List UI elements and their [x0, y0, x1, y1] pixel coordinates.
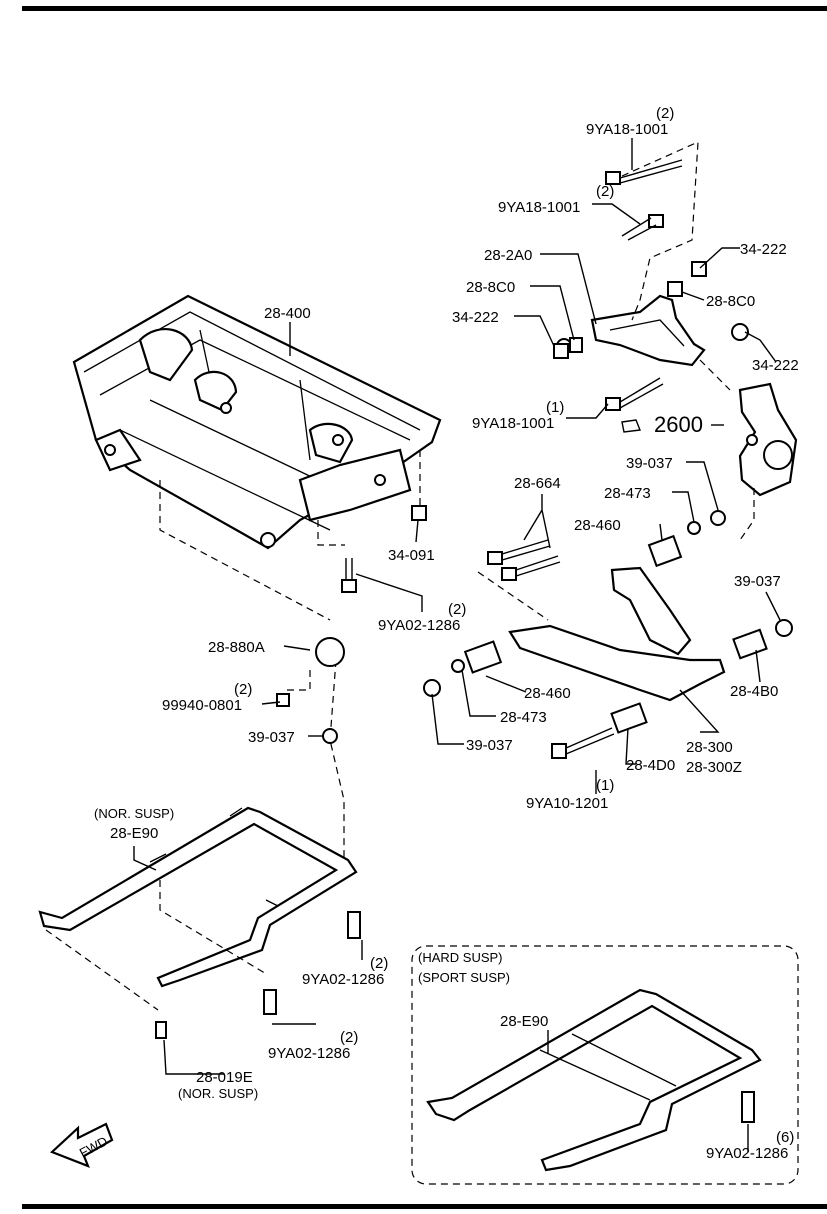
label-39-037-top: 39-037: [626, 455, 673, 472]
label-28-4d0: 28-4D0: [626, 757, 675, 774]
label-28-300: 28-300: [686, 739, 733, 756]
leader-lines: [133, 138, 781, 1152]
nor-susp-brace-drawing: [38, 806, 361, 1039]
label-9ya18-top-qty: (2): [656, 105, 674, 122]
label-28-e90-hard: 28-E90: [500, 1013, 548, 1030]
subframe-drawing: [72, 294, 442, 550]
label-28-2a0: 28-2A0: [484, 247, 532, 264]
label-9ya10-1201: 9YA10-1201: [526, 795, 608, 812]
fwd-arrow: [49, 1122, 114, 1168]
label-28-473-bottom: 28-473: [500, 709, 547, 726]
label-28-400: 28-400: [264, 305, 311, 322]
label-9ya02-a-qty: (2): [448, 601, 466, 618]
label-39-037-bottom: 39-037: [466, 737, 513, 754]
label-28-300z: 28-300Z: [686, 759, 742, 776]
upper-arm-drawing: [553, 159, 749, 411]
label-28-473-top: 28-473: [604, 485, 651, 502]
label-9ya02-a: 9YA02-1286: [378, 617, 460, 634]
label-9ya02-c: 9YA02-1286: [268, 1045, 350, 1062]
label-34-222-right: 34-222: [740, 241, 787, 258]
label-34-091: 34-091: [388, 547, 435, 564]
label-28-460-bottom: 28-460: [524, 685, 571, 702]
knuckle-drawing: [621, 382, 798, 497]
label-28-4b0: 28-4B0: [730, 683, 778, 700]
bottom-rule: [22, 1204, 827, 1209]
label-28-019e: 28-019E: [196, 1069, 253, 1086]
label-9ya02-b: 9YA02-1286: [302, 971, 384, 988]
label-28-664: 28-664: [514, 475, 561, 492]
label-28-e90-nor: 28-E90: [110, 825, 158, 842]
label-9ya18-mid-qty: (2): [596, 183, 614, 200]
label-nor-susp-foot: (NOR. SUSP): [178, 1086, 258, 1101]
label-9ya02-d: 9YA02-1286: [706, 1145, 788, 1162]
label-28-460-top: 28-460: [574, 517, 621, 534]
label-99940-qty: (2): [234, 681, 252, 698]
label-nor-susp-head: (NOR. SUSP): [94, 806, 174, 821]
label-9ya18-low: 9YA18-1001: [472, 415, 554, 432]
label-99940-0801: 99940-0801: [162, 697, 242, 714]
label-28-8c0-left: 28-8C0: [466, 279, 515, 296]
label-9ya02-d-qty: (6): [776, 1129, 794, 1146]
label-9ya02-b-qty: (2): [370, 955, 388, 972]
hard-susp-brace-drawing: [426, 988, 762, 1172]
label-39-037-left: 39-037: [248, 729, 295, 746]
label-sport-susp: (SPORT SUSP): [418, 970, 510, 985]
label-hard-susp: (HARD SUSP): [418, 950, 503, 965]
label-9ya18-mid: 9YA18-1001: [498, 199, 580, 216]
label-28-880a: 28-880A: [208, 639, 265, 656]
top-rule: [22, 6, 827, 11]
label-34-222-lower: 34-222: [752, 357, 799, 374]
label-2600: 2600: [654, 412, 703, 437]
label-39-037-right: 39-037: [734, 573, 781, 590]
label-9ya02-c-qty: (2): [340, 1029, 358, 1046]
label-28-8c0-right: 28-8C0: [706, 293, 755, 310]
hard-sport-susp-box: [411, 945, 799, 1185]
lower-arm-drawing: [315, 510, 793, 759]
label-9ya18-top: 9YA18-1001: [586, 121, 668, 138]
label-9ya18-low-qty: (1): [546, 399, 564, 416]
label-34-222-left: 34-222: [452, 309, 499, 326]
label-9ya10-qty: (1): [596, 777, 614, 794]
